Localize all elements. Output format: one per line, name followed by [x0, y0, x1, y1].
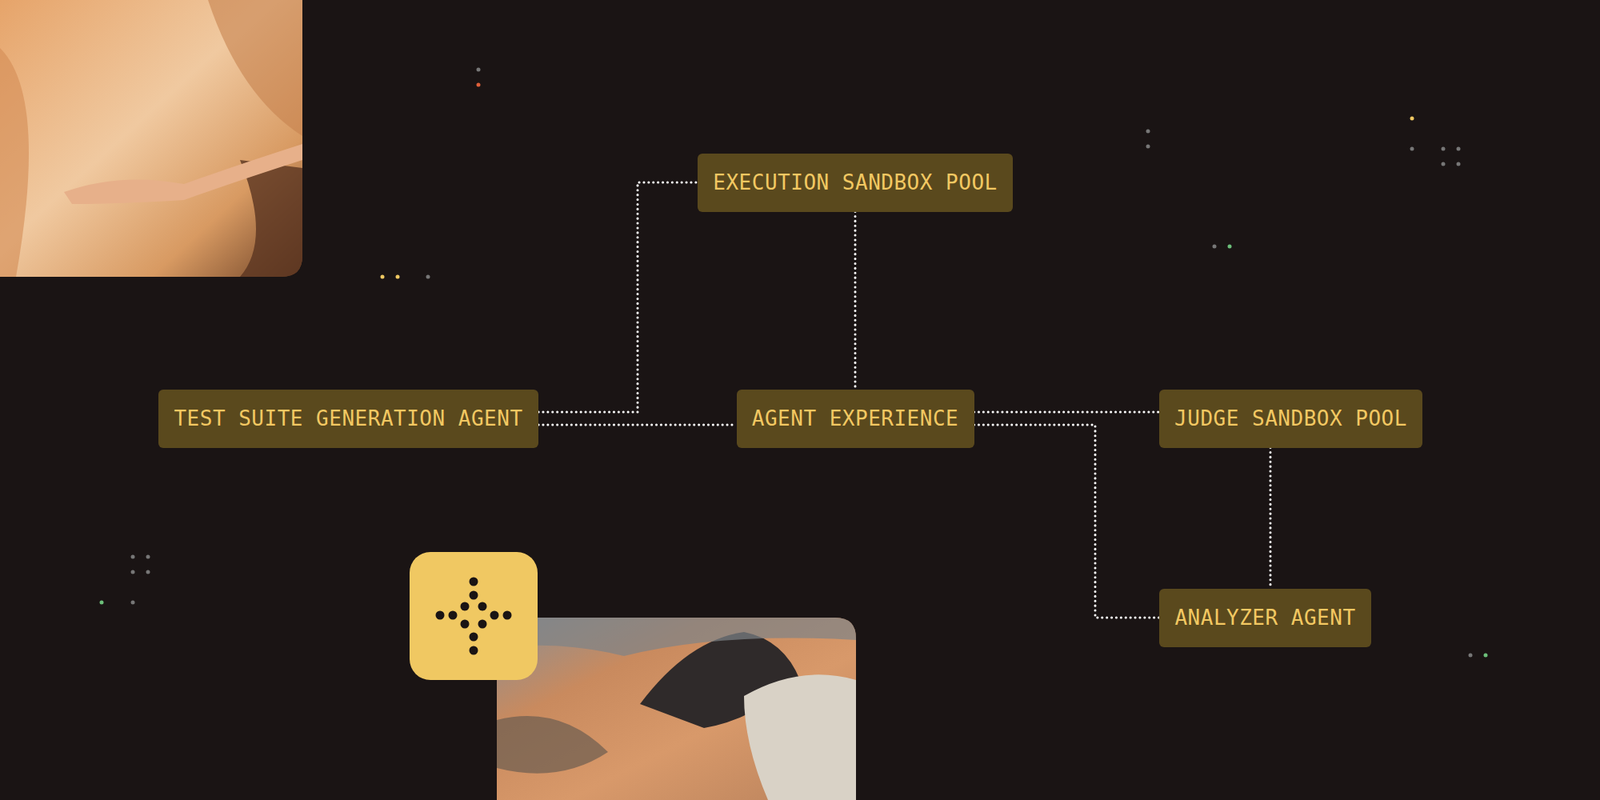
process-box: AGENT EXPERIENCE [736, 389, 975, 448]
box-label: TEST SUITE GENERATION AGENT [173, 408, 523, 429]
dotted-connector [1269, 448, 1272, 589]
dotted-connector [854, 212, 857, 390]
box-label: AGENT EXPERIENCE [752, 408, 959, 429]
dotted-connector [538, 424, 737, 427]
sand-photo [0, 0, 303, 277]
box-label: ANALYZER AGENT [1174, 607, 1356, 628]
dotted-connector [974, 411, 1160, 414]
box-label: EXECUTION SANDBOX POOL [712, 172, 997, 193]
process-box: TEST SUITE GENERATION AGENT [158, 389, 539, 448]
logo-icon [409, 552, 538, 680]
box-label: JUDGE SANDBOX POOL [1174, 408, 1408, 429]
process-box: EXECUTION SANDBOX POOL [697, 153, 1013, 212]
dotted-connector [974, 424, 1160, 618]
dune-photo [496, 617, 856, 800]
process-box: JUDGE SANDBOX POOL [1159, 389, 1423, 448]
scatter-dots [100, 68, 1488, 658]
dotted-connector [538, 182, 698, 412]
process-box: ANALYZER AGENT [1159, 588, 1372, 648]
